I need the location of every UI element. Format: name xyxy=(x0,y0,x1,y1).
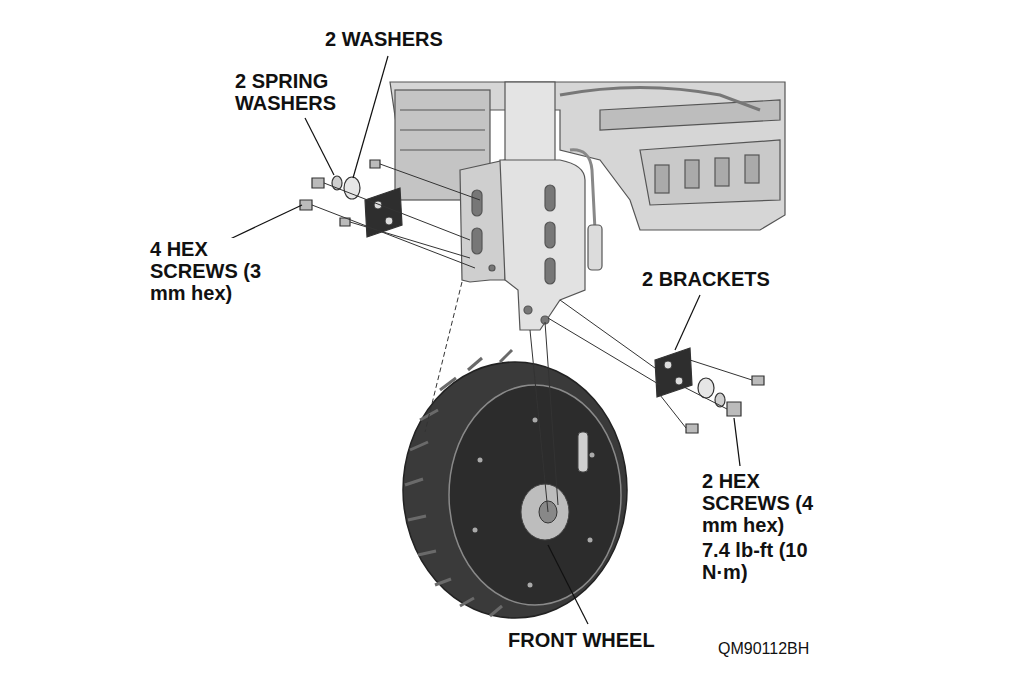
part-label: 2 HEX SCREWS (4 mm hex) xyxy=(700,470,839,536)
leader-lines xyxy=(228,56,740,624)
left-hardware xyxy=(300,160,402,237)
part-label: 4 HEX SCREWS (3 mm hex) xyxy=(148,238,264,304)
machine-body xyxy=(390,82,785,230)
fork xyxy=(460,150,602,330)
part-label: 2 BRACKETS xyxy=(640,268,772,290)
front-wheel xyxy=(403,350,627,618)
part-label: 2 SPRING WASHERS xyxy=(233,70,367,114)
right-hardware xyxy=(655,348,764,433)
torque-spec: 7.4 lb-ft (10 N·m) xyxy=(700,539,839,583)
figure-code: QM90112BH xyxy=(716,640,811,658)
part-label: 2 WASHERS xyxy=(323,28,445,50)
part-label: FRONT WHEEL xyxy=(506,629,657,651)
assembly-lines xyxy=(312,164,752,512)
